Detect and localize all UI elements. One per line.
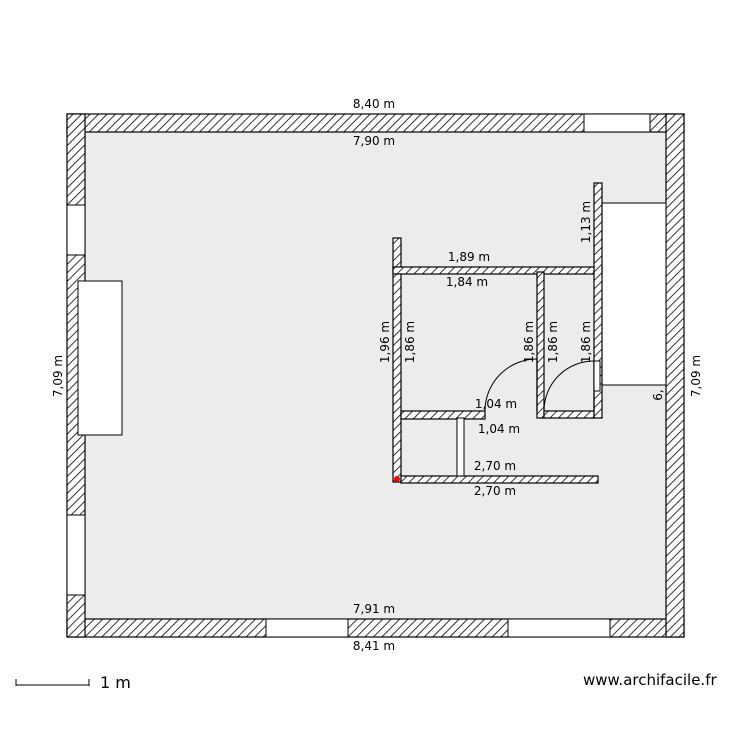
dim-room-top-outer: 1,89 m <box>448 250 490 264</box>
interior-wall-room-bottom-left <box>400 410 486 420</box>
origin-marker <box>394 476 400 482</box>
dim-right-partial: 6, <box>651 389 665 400</box>
dim-mid-left: 1,86 m <box>522 321 536 363</box>
window-bottom-right <box>507 618 611 638</box>
dim-lower-wall-top: 2,70 m <box>474 459 516 473</box>
dim-door-bottom-outer: 1,04 m <box>475 397 517 411</box>
dim-right-outer: 7,09 m <box>689 355 703 397</box>
furniture-right <box>601 202 667 386</box>
dim-room-left-inner: 1,86 m <box>403 321 417 363</box>
interior-wall-lower <box>400 475 599 484</box>
dim-left-outer: 7,09 m <box>51 355 65 397</box>
door-swing-right <box>543 360 595 412</box>
dim-lower-wall-bottom: 2,70 m <box>474 484 516 498</box>
interior-wall-right <box>593 182 603 419</box>
dim-bottom-outer: 8,41 m <box>353 639 395 653</box>
dim-door-bottom-inner: 1,04 m <box>478 422 520 436</box>
dim-mid-right: 1,86 m <box>546 321 560 363</box>
dim-bottom-inner: 7,91 m <box>353 602 395 616</box>
dim-upper-wall: 1,13 m <box>579 201 593 243</box>
dim-room-top-inner: 1,84 m <box>446 275 488 289</box>
interior-wall-mid <box>536 271 545 419</box>
window-bottom-left <box>265 618 349 638</box>
interior-partition <box>456 417 465 477</box>
floor-area <box>84 131 667 620</box>
dim-top-inner: 7,90 m <box>353 134 395 148</box>
door-frame-right <box>593 360 601 392</box>
dim-right-inner: 1,86 m <box>579 321 593 363</box>
window-top <box>583 113 651 133</box>
brand-link[interactable]: www.archifacile.fr <box>583 671 717 689</box>
dim-room-left-outer: 1,96 m <box>378 321 392 363</box>
furniture-left <box>77 280 123 436</box>
window-left-upper <box>66 204 86 256</box>
interior-wall-top <box>392 266 603 275</box>
scale-label: 1 m <box>100 673 131 692</box>
exterior-wall-right <box>665 113 685 638</box>
dim-top-outer: 8,40 m <box>353 97 395 111</box>
door-swing-left <box>484 358 538 412</box>
interior-wall-left <box>392 237 402 483</box>
scale-bar <box>15 679 90 686</box>
interior-wall-room-bottom-right <box>543 410 595 419</box>
window-left-lower <box>66 514 86 596</box>
